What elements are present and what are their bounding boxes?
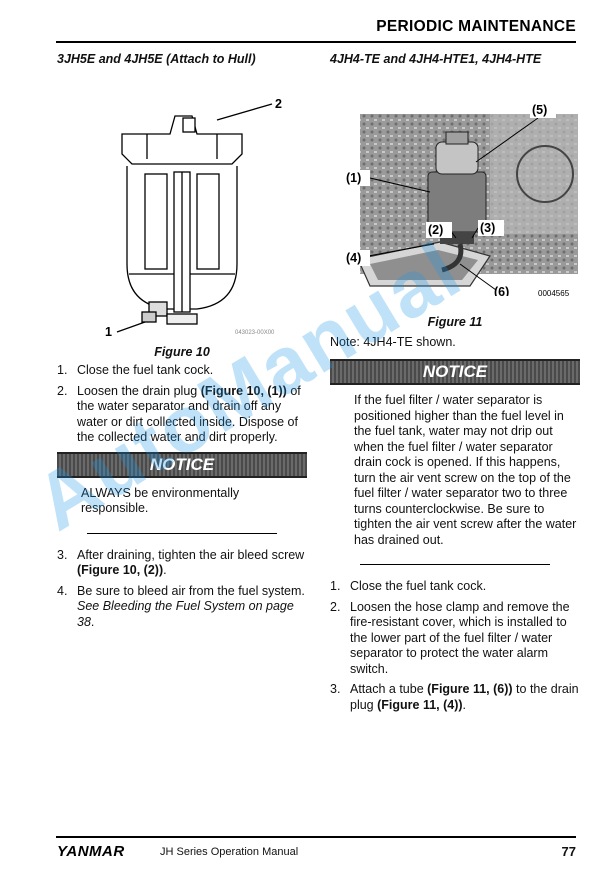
left-section-title: 3JH5E and 4JH5E (Attach to Hull)	[57, 52, 256, 66]
step-text: of the water separator and drain off any…	[77, 383, 301, 445]
step-text: After draining, tighten the air bleed sc…	[77, 547, 305, 562]
list-item: 1. Close the fuel tank cock.	[57, 363, 307, 379]
list-item: 1. Close the fuel tank cock.	[330, 579, 580, 595]
step-text: .	[90, 614, 95, 629]
step-number: 2.	[330, 599, 341, 614]
step-text: Attach a tube	[350, 682, 428, 696]
step-text: to the drain plug	[350, 682, 579, 712]
list-item: 3. After draining, tighten the air bleed…	[57, 548, 307, 579]
callout-1: 1	[105, 325, 112, 336]
header-rule	[56, 41, 576, 43]
step-text: Close the fuel tank cock.	[350, 579, 487, 593]
step-number: 2.	[57, 383, 68, 398]
page-header-title: PERIODIC MAINTENANCE	[376, 18, 576, 35]
figure-reference: (Figure 11, (6))	[427, 682, 513, 696]
yanmar-logo: YANMAR	[57, 843, 125, 860]
callout-3: (3)	[480, 221, 495, 235]
cross-reference-link[interactable]: See Bleeding the Fuel System on page 38	[77, 599, 294, 629]
callout-4: (4)	[346, 251, 361, 265]
figure-reference: (Figure 10, (2))	[77, 563, 164, 577]
right-column: 4JH4-TE and 4JH4-HTE1, 4JH4-HTE	[330, 52, 580, 718]
figure-note: Note: 4JH4-TE shown.	[330, 335, 456, 349]
step-number: 1.	[330, 579, 341, 593]
left-column: 3JH5E and 4JH5E (Attach to Hull)	[57, 52, 307, 635]
right-steps: 1. Close the fuel tank cock. 2. Loosen t…	[330, 579, 580, 713]
list-item: 4. Be sure to bleed air from the fuel sy…	[57, 584, 307, 631]
notice-text: If the fuel filter / water separator is …	[354, 393, 577, 547]
notice-end-rule	[360, 564, 550, 565]
notice-banner: NOTICE	[57, 451, 307, 478]
footer-manual-title: JH Series Operation Manual	[160, 846, 299, 858]
figure-11: (1) (2) (3) (4) (5) (6) 0004565	[330, 74, 580, 301]
step-number: 3.	[57, 547, 68, 562]
step-text: .	[462, 697, 467, 712]
left-steps: 1. Close the fuel tank cock. 2. Loosen t…	[57, 363, 307, 446]
left-steps-continued: 3. After draining, tighten the air bleed…	[57, 548, 307, 631]
callout-6: (6)	[494, 285, 509, 296]
right-section-title: 4JH4-TE and 4JH4-HTE1, 4JH4-HTE	[330, 52, 542, 66]
notice-text: ALWAYS be environmentally responsible.	[81, 485, 240, 516]
notice-banner: NOTICE	[330, 359, 580, 385]
figure-10: 2 1 043023-00X00	[57, 74, 307, 341]
step-number: 3.	[330, 682, 341, 696]
figure-11-code: 0004565	[538, 289, 570, 296]
figure-11-caption: Figure 11	[427, 315, 483, 329]
callout-2: (2)	[428, 223, 443, 237]
step-number: 4.	[57, 583, 68, 598]
list-item: 2. Loosen the hose clamp and remove the …	[330, 600, 580, 678]
figure-reference: (Figure 11, (4))	[377, 697, 463, 712]
water-separator-drawing: 2 1 043023-00X00	[105, 97, 282, 339]
step-text: Loosen the drain plug	[77, 383, 201, 398]
step-number: 1.	[57, 363, 68, 377]
figure-reference: (Figure 10, (1))	[200, 383, 287, 398]
fuel-filter-photo: (1) (2) (3) (4) (5) (6) 0004565	[344, 102, 578, 299]
figure-10-caption: Figure 10	[154, 345, 210, 359]
list-item: 3. Attach a tube (Figure 11, (6)) to the…	[330, 682, 580, 713]
step-text: Loosen the hose clamp and remove the fir…	[350, 599, 570, 676]
step-text: .	[163, 563, 167, 577]
figure-10-code: 043023-00X00	[235, 330, 275, 336]
footer-rule	[56, 836, 576, 838]
callout-5: (5)	[532, 103, 547, 117]
step-text: Be sure to bleed air from the fuel syste…	[77, 583, 305, 598]
notice-end-rule	[87, 532, 277, 534]
list-item: 2. Loosen the drain plug (Figure 10, (1)…	[57, 384, 307, 446]
callout-1: (1)	[346, 171, 361, 185]
step-text: Close the fuel tank cock.	[77, 363, 214, 377]
callout-2: 2	[275, 97, 282, 111]
page-number: 77	[561, 844, 576, 859]
